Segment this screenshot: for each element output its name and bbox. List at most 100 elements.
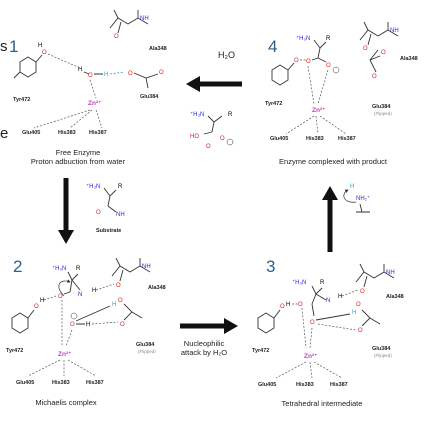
glu384-flipped-note-p3: (Flipped)	[374, 353, 392, 358]
svg-text:O: O	[310, 320, 315, 326]
svg-text:H: H	[40, 298, 44, 304]
svg-text:O: O	[280, 304, 285, 310]
tyr472-ring-p1: O H	[13, 43, 47, 79]
residue-glu384-p3: Glu384	[372, 346, 391, 352]
svg-text:O: O	[96, 210, 101, 216]
svg-text:O: O	[114, 34, 119, 40]
residue-his387-p3: His387	[330, 382, 348, 388]
svg-text:HO: HO	[190, 134, 199, 140]
svg-text:R: R	[76, 266, 81, 272]
ala348-backbone-p3	[355, 263, 395, 288]
product-skeleton-p4	[311, 39, 327, 63]
released-product	[203, 115, 223, 135]
ala348-backbone-p2	[111, 257, 151, 282]
caption-p3: Tetrahedral intermediate	[282, 399, 363, 408]
svg-text:O: O	[363, 46, 368, 52]
substrate-label: Substrate	[96, 228, 121, 234]
svg-text:H: H	[38, 43, 42, 49]
svg-text:N: N	[326, 298, 330, 304]
ala348-backbone	[109, 9, 149, 34]
panel-1-free-enzyme: 1 NH O Ala348 O H Tyr472 H O H O O Glu38…	[9, 9, 167, 166]
residue-glu405-p2: Glu405	[16, 380, 34, 386]
residue-tyr472-p1: Tyr472	[13, 97, 30, 103]
residue-his383-p1: His383	[58, 130, 76, 136]
water-h2: H	[104, 72, 108, 78]
glu384-sidechain-p1	[133, 72, 159, 89]
panel-2-number: 2	[13, 257, 22, 276]
residue-tyr472-p4: Tyr472	[265, 101, 282, 107]
residue-ala348-p4: Ala348	[400, 56, 418, 62]
svg-text:O: O	[372, 74, 377, 80]
svg-text:O: O	[360, 289, 365, 295]
svg-text:H: H	[350, 184, 354, 190]
residue-his383-p2: His383	[52, 380, 70, 386]
svg-text:H: H	[286, 302, 290, 308]
residue-glu405-p4: Glu405	[270, 136, 288, 142]
residue-his387-p4: His387	[338, 136, 356, 142]
caption-p4: Enzyme complexed with product	[279, 157, 388, 166]
svg-text:O: O	[118, 298, 123, 304]
water-h1: H	[78, 67, 82, 73]
zinc-ion-p1: Zn²⁺	[88, 100, 102, 107]
substrate-bound-p2	[63, 271, 81, 295]
residue-ala348-p3: Ala348	[386, 294, 404, 300]
substrate-skeleton	[103, 187, 117, 213]
transition-2-to-3: Nucleophilic attack by H₂O	[180, 318, 238, 357]
attack-label-line2: attack by H₂O	[181, 348, 227, 357]
transition-4-to-1: H₂O ⁺H₃N R HO O O	[186, 50, 242, 150]
svg-text:NH: NH	[140, 16, 149, 22]
panel-4-product-complex: 4 NH O Ala348 ⁺H₃N R O O O Tyr472 O O Gl…	[265, 21, 418, 166]
intermediate-skeleton-p3	[311, 285, 327, 317]
residue-his383-p4: His383	[306, 136, 324, 142]
svg-text:O: O	[326, 63, 331, 69]
panel-2-michaelis-complex: 2 NH O Ala348 ⁺H₃N R O N H O H Tyr472 O …	[6, 257, 166, 407]
residue-glu384-p2: Glu384	[136, 342, 155, 348]
panel-1-number: 1	[9, 37, 18, 56]
svg-text:R: R	[320, 280, 325, 286]
svg-text:NH: NH	[390, 28, 399, 34]
panel-3-number: 3	[266, 257, 275, 276]
svg-text:O: O	[34, 304, 39, 310]
svg-text:H: H	[112, 302, 116, 308]
caption-p1-line2: Proton adbuction from water	[31, 157, 126, 166]
glu384-flipped-note-p2: (Flipped)	[138, 349, 156, 354]
svg-text:H: H	[352, 310, 356, 316]
residue-his383-p3: His383	[296, 382, 314, 388]
residue-glu384-p1: Glu384	[140, 94, 159, 100]
zinc-ion-p4: Zn²⁺	[312, 107, 326, 114]
svg-text:O: O	[206, 144, 211, 150]
svg-text:O: O	[116, 283, 121, 289]
residue-ala348-p2: Ala348	[148, 285, 166, 291]
svg-text:O: O	[58, 294, 63, 300]
svg-text:O: O	[128, 71, 133, 77]
svg-text:H: H	[86, 322, 90, 328]
svg-text:O: O	[120, 322, 125, 328]
attack-label-line1: Nucleophilic	[184, 339, 225, 348]
svg-text:⁺H₃N: ⁺H₃N	[292, 279, 306, 286]
transition-1-to-2: ⁺H₃N R O NH Substrate	[58, 178, 125, 244]
svg-text:NH: NH	[386, 270, 395, 276]
svg-text:⁺H₃N: ⁺H₃N	[52, 265, 66, 272]
tyr472-ring-p4: O	[271, 58, 299, 86]
svg-text:O: O	[159, 70, 164, 76]
curved-arrow-amine	[343, 189, 357, 203]
svg-text:O: O	[356, 302, 361, 308]
svg-text:⁺H₃N: ⁺H₃N	[86, 183, 100, 190]
glu384-sidechain-p3	[361, 309, 381, 327]
transition-3-to-4: H NH₂⁺	[322, 184, 370, 252]
residue-ala348-p1: Ala348	[149, 46, 167, 52]
svg-text:N: N	[78, 292, 82, 298]
curved-arrow-p2	[58, 279, 71, 297]
caption-p1-line1: Free Enzyme	[56, 148, 101, 157]
edge-text-top: s	[0, 38, 8, 55]
residue-glu384-p4: Glu384	[372, 104, 391, 110]
svg-text:O: O	[42, 50, 47, 56]
amine-label: NH₂⁺	[356, 195, 370, 202]
tyr472-ring-p2: O H	[11, 298, 44, 334]
svg-text:NH: NH	[116, 212, 125, 218]
svg-text:O: O	[358, 328, 363, 334]
svg-text:O: O	[220, 136, 225, 142]
residue-glu405-p3: Glu405	[258, 382, 276, 388]
tyr472-ring-p3: O H	[257, 302, 290, 334]
